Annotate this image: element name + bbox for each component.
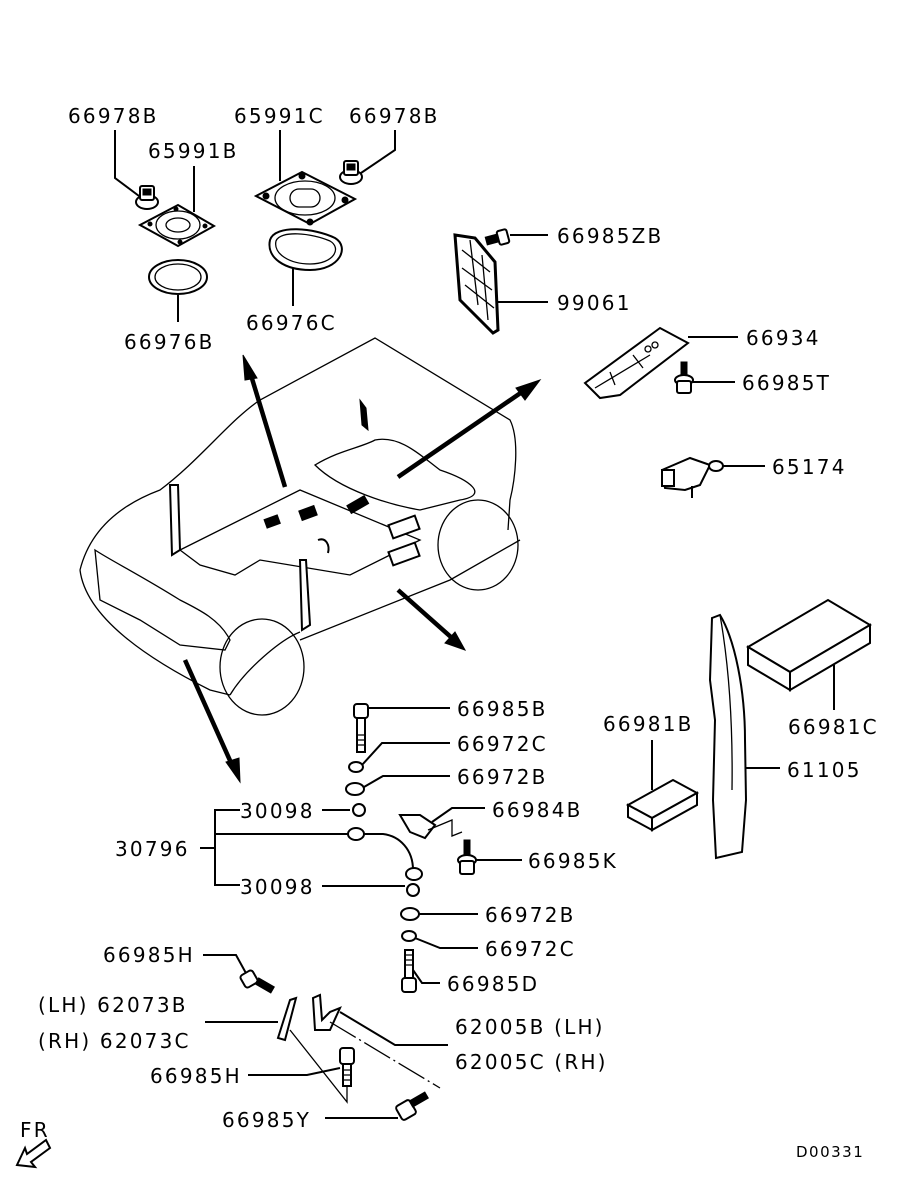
callout-30098-top[interactable]: 30098 xyxy=(240,799,315,823)
arrow-to-top-left-group xyxy=(247,371,288,488)
leader-line xyxy=(289,1029,348,1104)
callout-62005C[interactable]: 62005C (RH) xyxy=(455,1050,608,1074)
callout-62073C[interactable]: (RH) 62073C xyxy=(38,1029,191,1053)
bolt-66985ZB[interactable] xyxy=(484,228,511,246)
callout-66972C-top[interactable]: 66972C xyxy=(457,732,548,756)
callout-62005B[interactable]: 62005B (LH) xyxy=(455,1015,605,1039)
part-group-top-right: 66985ZB 99061 66934 66985T 65174 xyxy=(453,224,847,498)
clip-65174[interactable] xyxy=(660,456,724,498)
ring-66976B[interactable] xyxy=(148,259,208,295)
callout-66985T[interactable]: 66985T xyxy=(742,371,831,395)
pillar-pad-right xyxy=(298,559,312,632)
callout-61105[interactable]: 61105 xyxy=(787,758,862,782)
pillar-pad-left xyxy=(168,484,182,557)
callout-66981C[interactable]: 66981C xyxy=(788,715,879,739)
front-orientation-indicator: FR xyxy=(15,1118,52,1169)
callout-66985H-bottom[interactable]: 66985H xyxy=(150,1064,242,1088)
pad-61105[interactable] xyxy=(708,613,748,860)
callout-66985H-top[interactable]: 66985H xyxy=(103,943,195,967)
nut-30098-bottom[interactable] xyxy=(406,883,420,897)
callout-66985B[interactable]: 66985B xyxy=(457,697,548,721)
callout-66934[interactable]: 66934 xyxy=(746,326,821,350)
leader-line xyxy=(114,130,140,197)
grille-plate-99061[interactable] xyxy=(453,233,500,335)
front-arrow-icon xyxy=(15,1138,52,1169)
callout-66976C[interactable]: 66976C xyxy=(246,311,337,335)
washer-66972C-top[interactable] xyxy=(348,761,364,773)
nut-66978B-left[interactable] xyxy=(135,185,159,210)
front-label: FR xyxy=(20,1118,50,1142)
callout-66981B[interactable]: 66981B xyxy=(603,712,694,736)
bracket-62005[interactable] xyxy=(311,993,342,1031)
pad-66981B[interactable] xyxy=(625,778,700,832)
callout-66976B[interactable]: 66976B xyxy=(124,330,215,354)
callout-99061[interactable]: 99061 xyxy=(557,291,632,315)
leader-line xyxy=(431,807,485,823)
leader-line xyxy=(363,775,450,788)
washer-66972B-bottom[interactable] xyxy=(400,907,420,921)
part-group-right: 61105 66981C 66981B xyxy=(603,598,879,860)
bolt-66985D[interactable] xyxy=(401,949,417,993)
plate-65991C[interactable] xyxy=(253,170,358,226)
bolt-66985B[interactable] xyxy=(353,703,369,753)
part-group-ground-strap: 66985B 66972C 66972B 30098 30796 30098 6… xyxy=(115,697,618,996)
callout-66978B-right[interactable]: 66978B xyxy=(349,104,440,128)
callout-65991B[interactable]: 65991B xyxy=(148,139,239,163)
plate-65991B[interactable] xyxy=(137,203,217,248)
arrow-to-right-group xyxy=(396,588,454,640)
arrow-to-top-right-group xyxy=(396,390,524,479)
leader-line xyxy=(357,130,396,176)
bracket-62073[interactable] xyxy=(276,996,298,1042)
nut-30098-top[interactable] xyxy=(352,803,366,817)
ground-strap-30796[interactable] xyxy=(347,827,423,881)
leader-line xyxy=(339,1011,448,1046)
vehicle-body xyxy=(79,337,521,716)
callout-66978B-left[interactable]: 66978B xyxy=(68,104,159,128)
part-group-bottom-left: 66985H (LH) 62073B (RH) 62073C 62005B (L… xyxy=(38,943,608,1132)
leader-line xyxy=(414,937,478,949)
callout-66985Y[interactable]: 66985Y xyxy=(222,1108,311,1132)
bolt-66985H-bottom[interactable] xyxy=(339,1047,355,1087)
callout-65991C[interactable]: 65991C xyxy=(234,104,325,128)
leader-line xyxy=(412,969,440,984)
callout-66972C-bottom[interactable]: 66972C xyxy=(485,937,576,961)
callout-62073B[interactable]: (LH) 62073B xyxy=(38,993,188,1017)
arrow-to-bottom-group xyxy=(182,659,235,766)
callout-66985K[interactable]: 66985K xyxy=(528,849,618,873)
callout-66972B-bottom[interactable]: 66972B xyxy=(485,903,576,927)
part-group-top-left: 66978B 65991B 66976B 65991C xyxy=(68,104,440,354)
callout-30796[interactable]: 30796 xyxy=(115,837,190,861)
direction-arrows xyxy=(182,354,542,784)
callout-30098-bottom[interactable]: 30098 xyxy=(240,875,315,899)
washer-66972C-bottom[interactable] xyxy=(401,930,417,942)
washer-66972B-top[interactable] xyxy=(345,782,365,796)
bolt-66985H-top[interactable] xyxy=(239,969,275,994)
callout-66984B[interactable]: 66984B xyxy=(492,798,583,822)
callout-65174[interactable]: 65174 xyxy=(772,455,847,479)
dash-line xyxy=(329,1021,441,1089)
bolt-66985T[interactable] xyxy=(674,361,694,394)
callout-66985ZB[interactable]: 66985ZB xyxy=(557,224,663,248)
bolt-66985Y[interactable] xyxy=(395,1091,429,1121)
pad-66981C[interactable] xyxy=(746,598,872,692)
bracket-66934[interactable] xyxy=(583,326,690,400)
leader-line xyxy=(361,742,450,766)
leader-line xyxy=(248,1067,341,1076)
bracket-66984B[interactable] xyxy=(398,814,463,840)
bolt-66985K[interactable] xyxy=(457,839,477,875)
callout-66985D[interactable]: 66985D xyxy=(447,972,539,996)
leader-line xyxy=(203,954,248,976)
drawing-code: D00331 xyxy=(796,1143,864,1161)
callout-66972B-top[interactable]: 66972B xyxy=(457,765,548,789)
bracket-line xyxy=(214,809,240,886)
gasket-66976C[interactable] xyxy=(268,228,343,272)
nut-66978B-right[interactable] xyxy=(339,160,363,185)
